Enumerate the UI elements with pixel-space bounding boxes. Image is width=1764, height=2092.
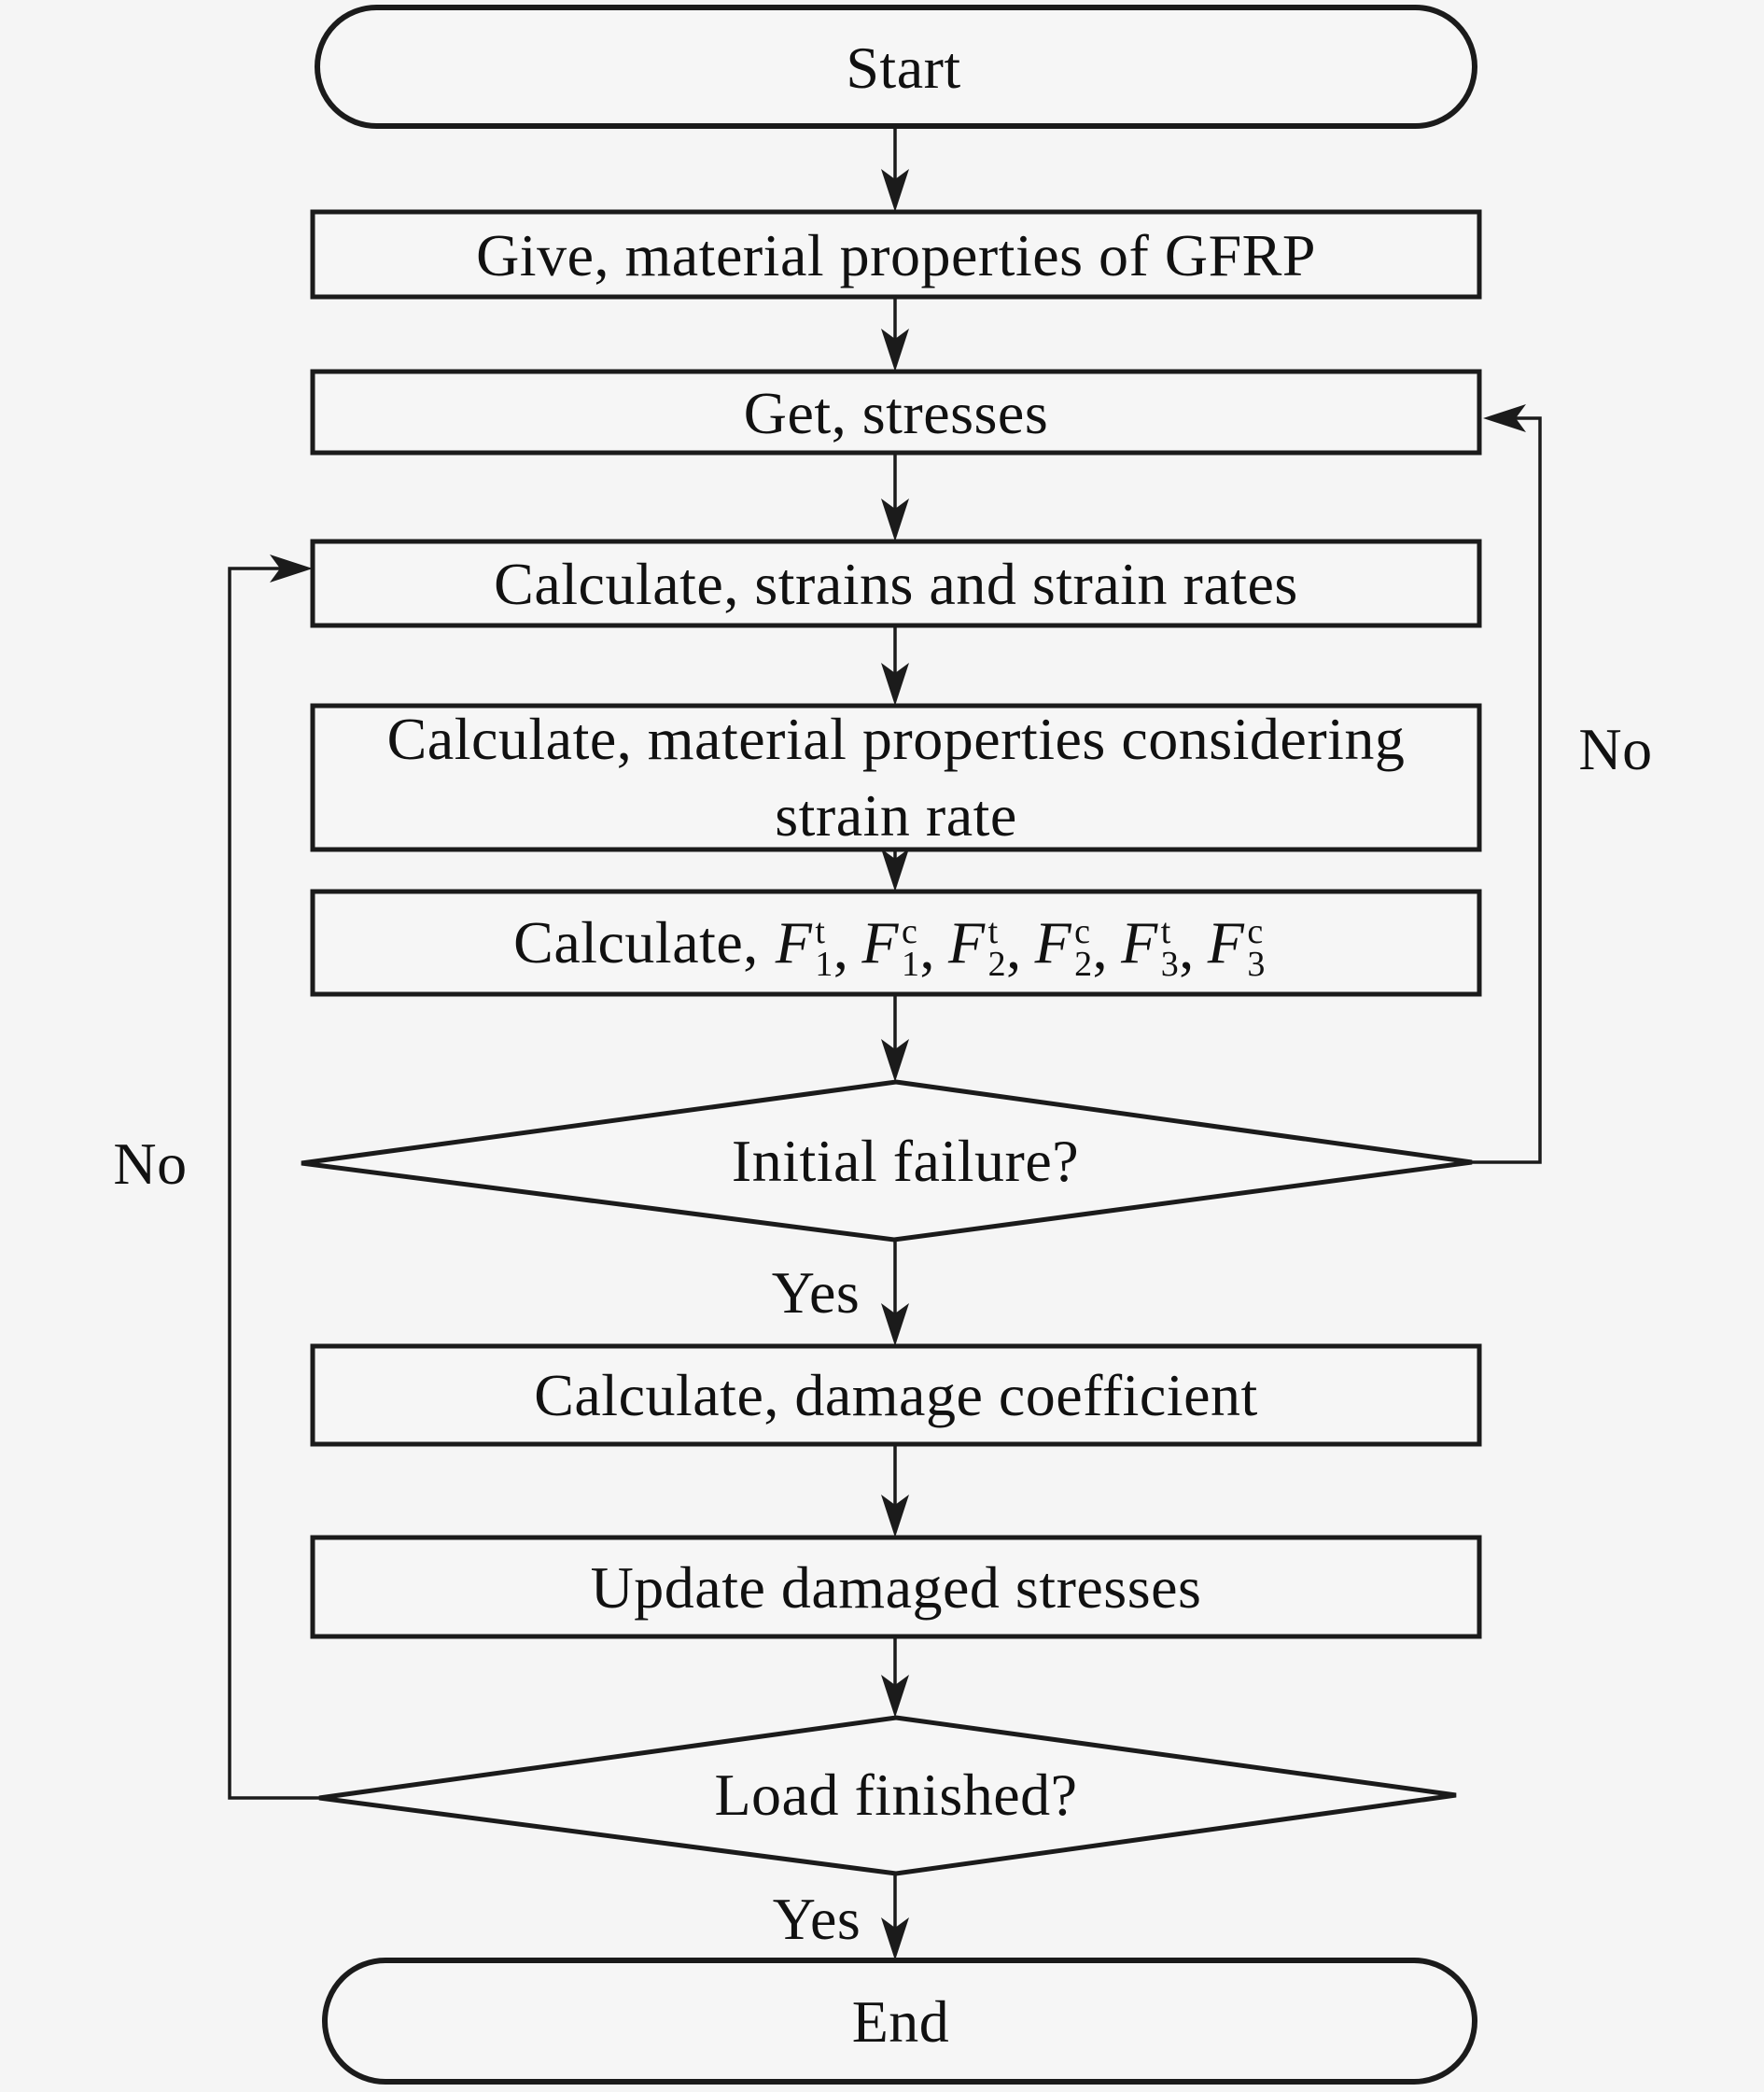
material-label-line2: strain rate	[775, 782, 1017, 849]
damage-process-shape	[310, 1343, 1482, 1447]
edge-load-no-loop	[228, 567, 319, 1800]
criteria-prefix: Calculate,	[513, 908, 759, 976]
arrow-down-icon	[881, 1917, 909, 1960]
start-label: Start	[846, 34, 961, 101]
initial-failure-decision-shape	[301, 1079, 1473, 1243]
material-label: Calculate, material properties consideri…	[387, 701, 1406, 854]
material-label-line1: Calculate, material properties consideri…	[386, 706, 1406, 772]
arrow-down-icon	[881, 663, 909, 706]
start-terminator-shape	[315, 5, 1477, 129]
load-finished-label: Load finished?	[714, 1761, 1078, 1828]
arrowheads	[270, 169, 1526, 1960]
end-label: End	[851, 1987, 950, 2055]
arrow-down-icon	[881, 169, 909, 212]
end-terminator-shape	[322, 1958, 1477, 2085]
initial-failure-label: Initial failure?	[731, 1127, 1080, 1194]
update-label: Update damaged stresses	[590, 1553, 1202, 1621]
strains-label: Calculate, strains and strain rates	[494, 550, 1298, 617]
load-finished-no-label: No	[113, 1130, 188, 1197]
material-process-shape	[310, 703, 1482, 852]
strains-process-shape	[310, 539, 1482, 628]
update-process-shape	[310, 1535, 1482, 1639]
arrow-down-icon	[881, 1675, 909, 1718]
criteria-process-shape	[310, 889, 1482, 997]
initial-failure-yes-label: Yes	[771, 1258, 861, 1326]
arrow-left-icon	[1483, 404, 1526, 432]
arrow-down-icon	[881, 849, 909, 892]
arrow-down-icon	[881, 329, 909, 372]
node-shapes	[301, 5, 1482, 2085]
damage-label: Calculate, damage coefficient	[534, 1361, 1258, 1428]
give-process-shape	[310, 209, 1482, 300]
arrow-down-icon	[881, 1495, 909, 1537]
arrow-right-icon	[270, 555, 313, 583]
edge-initial-no-loop	[1472, 416, 1542, 1164]
get-process-shape	[310, 369, 1482, 456]
load-finished-yes-label: Yes	[772, 1885, 861, 1952]
arrow-down-icon	[881, 1303, 909, 1346]
arrow-down-icon	[881, 1039, 909, 1082]
get-label: Get, stresses	[743, 379, 1049, 446]
give-label: Give, material properties of GFRP	[476, 221, 1316, 288]
initial-failure-no-label: No	[1578, 715, 1653, 782]
arrow-down-icon	[881, 498, 909, 541]
load-finished-decision-shape	[318, 1715, 1457, 1876]
connector-lines	[228, 126, 1542, 1936]
